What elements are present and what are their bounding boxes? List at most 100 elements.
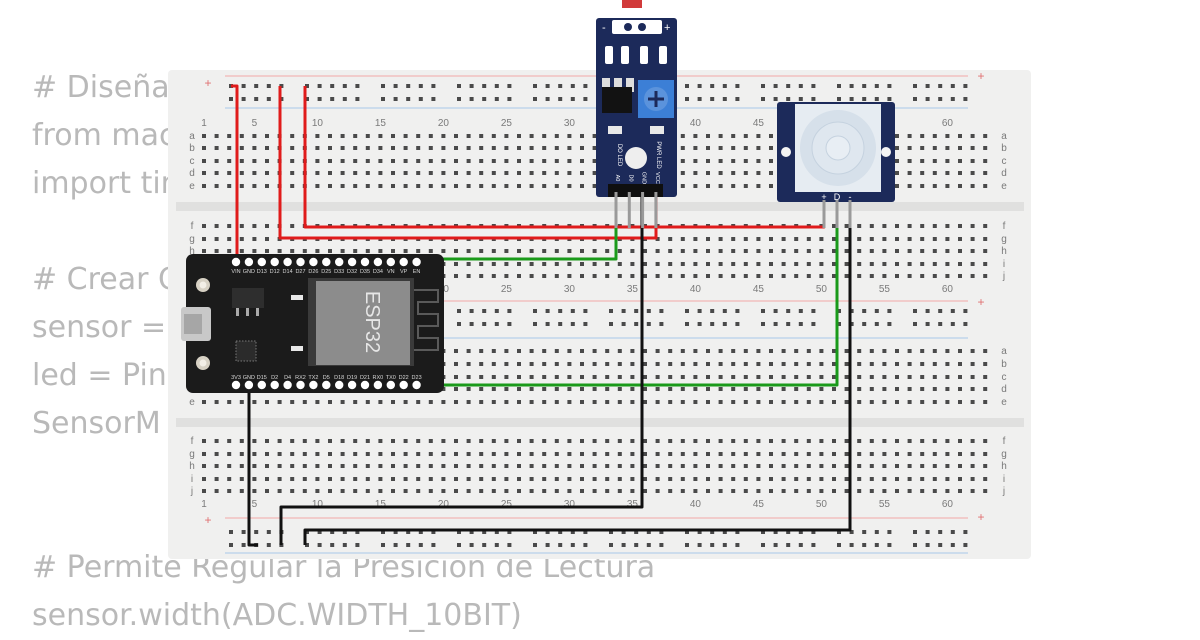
esp32-pin [309,257,318,267]
esp32-pin [399,380,408,390]
rail-plus-label: + [977,510,984,524]
esp32-pin [322,380,331,390]
esp32-pin [322,257,331,267]
ldr-pin-header [608,184,663,197]
column-label: 40 [690,118,702,129]
esp32-pin [309,380,318,390]
column-label: 45 [753,499,765,510]
column-label: 15 [375,499,387,510]
esp32-pin-label: D33 [334,269,344,275]
row-label: g [189,449,195,460]
esp32-pin-label: VN [387,269,395,275]
ldr-pin-label: D0 [627,174,633,181]
ldr-pin [614,192,618,228]
esp32-pin-label: D13 [257,269,267,275]
column-label: 30 [564,284,576,295]
row-label: b [1001,359,1007,370]
esp32-pin [296,257,305,267]
column-label: 20 [438,118,450,129]
row-label: i [1003,474,1005,485]
column-label: 30 [564,499,576,510]
usb-chip [235,340,257,362]
row-label: f [1003,436,1006,447]
row-label: j [1002,486,1005,497]
column-label: 35 [627,284,639,295]
comparator-chip [602,87,632,113]
row-label: e [1001,397,1007,408]
esp32-pin-label: D12 [270,269,280,275]
row-label: g [189,234,195,245]
do-led-label: DO LED [616,144,622,167]
esp32-pin-label: D34 [373,269,383,275]
center-channel-top [176,202,1024,211]
esp32-pin-label: TX0 [386,375,396,381]
esp32-pin-label: VP [400,269,408,275]
esp32-pin-label: D5 [323,375,330,381]
row-label: h [1001,461,1007,472]
esp32-label: ESP32 [361,291,383,353]
column-label: 55 [879,284,891,295]
green-wire-pir-d [420,198,839,387]
esp32-pin [386,380,395,390]
esp32-pin [231,257,241,267]
row-label: j [1002,271,1005,282]
row-label: e [189,181,195,192]
column-label: 60 [942,499,954,510]
esp32-pin-label: D26 [308,269,318,275]
ldr-pin [641,192,645,228]
ldr-pin [627,192,631,228]
column-label: 50 [816,499,828,510]
rail-plus-label: + [977,69,984,83]
esp32-pin-label: D2 [271,375,278,381]
column-label: 55 [879,499,891,510]
esp32-pin [373,380,383,390]
row-label: g [1001,449,1007,460]
black-wire-ldr-gnd [279,196,644,545]
column-label: 15 [375,118,387,129]
column-label: 5 [252,118,258,129]
esp32-pin [347,380,357,390]
esp32-pin-label: GND [243,269,255,275]
esp32-pin [386,257,395,267]
esp32-pin-label: GND [243,375,255,381]
center-channel-bottom [176,418,1024,427]
esp32-pin-label: D27 [295,269,305,275]
black-wire-esp-gnd [247,385,258,547]
row-label: h [1001,246,1007,257]
esp32-pin [335,380,344,390]
pir-pin [835,200,839,228]
esp32-board[interactable]: ESP32 VIN3V3GNDGNDD13D15D12D2D14D4D27RX2… [181,254,444,393]
column-label: 1 [201,118,207,129]
column-label: 30 [564,118,576,129]
pir-sensor[interactable]: +D- [777,102,895,228]
esp32-pin-label: D25 [321,269,331,275]
rail-plus-label: + [204,513,211,527]
antenna-trace [414,289,439,351]
esp32-pin-label: D22 [399,375,409,381]
pir-pin-label: D [834,192,841,202]
column-label: 25 [501,499,513,510]
esp32-pin [360,257,370,267]
pir-pin [848,200,852,228]
row-label: a [1001,346,1007,357]
row-label: d [189,168,195,179]
row-label: h [189,461,195,472]
ldr-pin [654,192,658,228]
column-label: 40 [690,499,702,510]
column-label: 1 [201,499,207,510]
pir-pins: +D- [821,192,852,228]
column-label: 5 [252,499,258,510]
voltage-regulator [232,288,264,308]
pir-pin [822,200,826,228]
photoresistor [622,0,642,8]
row-label: e [189,397,195,408]
esp32-pin [296,380,305,390]
ldr-minus-mark: - [602,22,606,34]
esp32-pin [412,257,421,267]
esp32-pin-headers [231,257,421,390]
column-label: 50 [816,284,828,295]
column-label: 45 [753,284,765,295]
pwr-led-label: PWR LED [655,141,661,169]
